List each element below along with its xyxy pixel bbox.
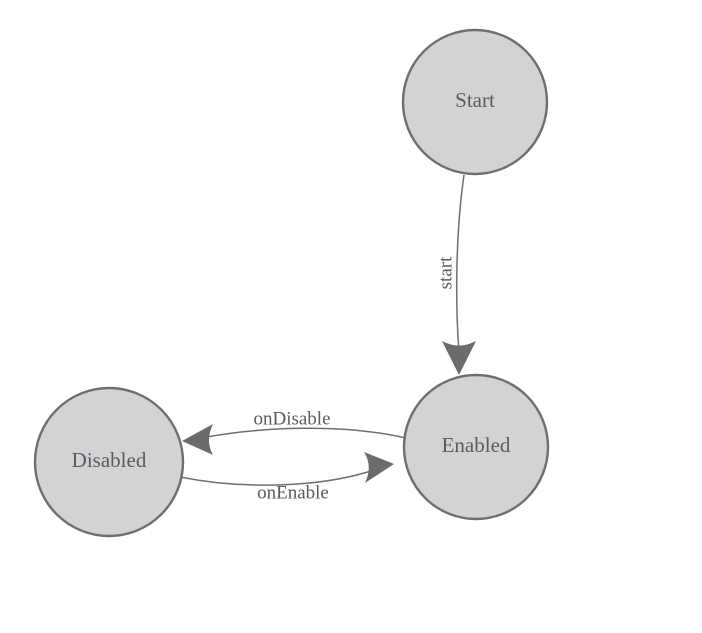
edge-enabled-to-disabled[interactable]: onDisable <box>182 408 407 455</box>
state-label-start: Start <box>455 88 495 112</box>
arrowhead-on-disable <box>182 424 213 455</box>
arrowhead-start <box>442 341 476 375</box>
edge-line-start <box>455 174 465 353</box>
state-label-enabled: Enabled <box>442 433 511 457</box>
edge-label-on-disable: onDisable <box>253 408 330 429</box>
edge-line-on-disable <box>200 427 407 439</box>
arrowhead-on-enable <box>364 452 394 483</box>
nodes-layer: Start Enabled Disabled <box>33 28 550 538</box>
edge-disabled-to-enabled[interactable]: onEnable <box>179 452 394 503</box>
state-node-enabled[interactable]: Enabled <box>402 373 550 521</box>
state-circle-enabled[interactable] <box>402 373 550 521</box>
state-label-disabled: Disabled <box>72 448 147 472</box>
edge-label-on-enable: onEnable <box>257 482 329 503</box>
edge-start-to-enabled[interactable]: start <box>435 174 476 375</box>
state-node-start[interactable]: Start <box>401 28 549 176</box>
edge-line-on-enable <box>179 470 372 486</box>
state-circle-start[interactable] <box>401 28 549 176</box>
edge-label-start: start <box>435 256 456 289</box>
state-circle-disabled[interactable] <box>33 386 185 538</box>
state-node-disabled[interactable]: Disabled <box>33 386 185 538</box>
edges-layer: start onDisable onEnable <box>179 174 476 503</box>
